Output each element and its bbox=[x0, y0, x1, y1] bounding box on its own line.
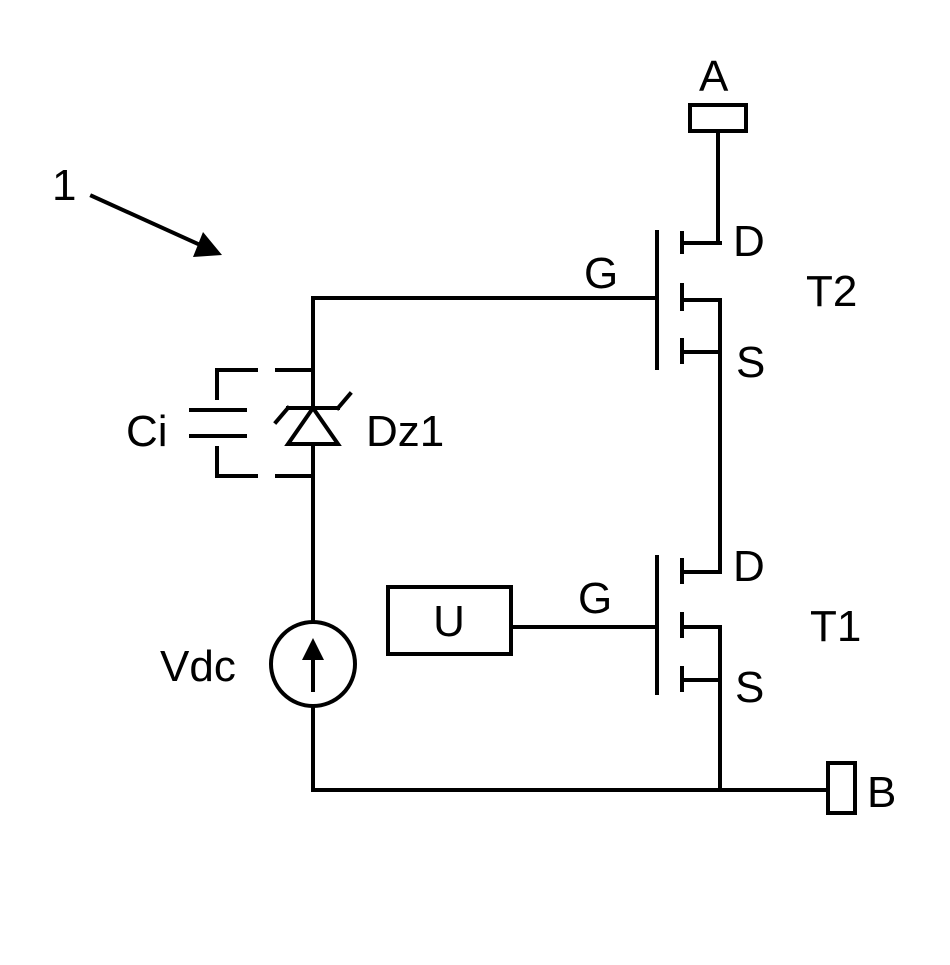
control-unit-label: U bbox=[433, 597, 465, 646]
terminal-b-box bbox=[828, 763, 855, 813]
zener-diode-triangle bbox=[288, 408, 338, 444]
t2-source-label: S bbox=[736, 338, 765, 387]
t1-gate-label: G bbox=[578, 574, 612, 623]
t1-source-label: S bbox=[735, 663, 764, 712]
figure-reference-label: 1 bbox=[52, 161, 76, 210]
terminal-a-box bbox=[690, 105, 746, 131]
terminal-b: B bbox=[828, 763, 896, 817]
terminal-a: A bbox=[690, 52, 746, 131]
dc-source-label: Vdc bbox=[160, 642, 236, 691]
t1-label: T1 bbox=[810, 602, 861, 651]
zener-diode-dz1: Dz1 bbox=[276, 394, 444, 456]
terminal-a-label: A bbox=[699, 52, 729, 101]
zener-cathode-right-bend bbox=[338, 394, 350, 408]
dc-source-arrow-head bbox=[302, 638, 324, 660]
terminal-b-label: B bbox=[867, 768, 896, 817]
control-unit-u: U bbox=[388, 587, 511, 654]
dc-source-vdc: Vdc bbox=[160, 622, 355, 706]
t1-drain-label: D bbox=[733, 542, 765, 591]
capacitor-label: Ci bbox=[126, 407, 168, 456]
t2-drain-label: D bbox=[733, 217, 765, 266]
t2-label: T2 bbox=[806, 267, 857, 316]
t2-gate-label: G bbox=[584, 249, 618, 298]
capacitor-ci: Ci bbox=[126, 370, 313, 476]
zener-cathode-left-bend bbox=[276, 408, 288, 422]
figure-reference: 1 bbox=[52, 161, 222, 257]
zener-diode-label: Dz1 bbox=[366, 407, 444, 456]
reference-arrow-line bbox=[92, 196, 198, 244]
